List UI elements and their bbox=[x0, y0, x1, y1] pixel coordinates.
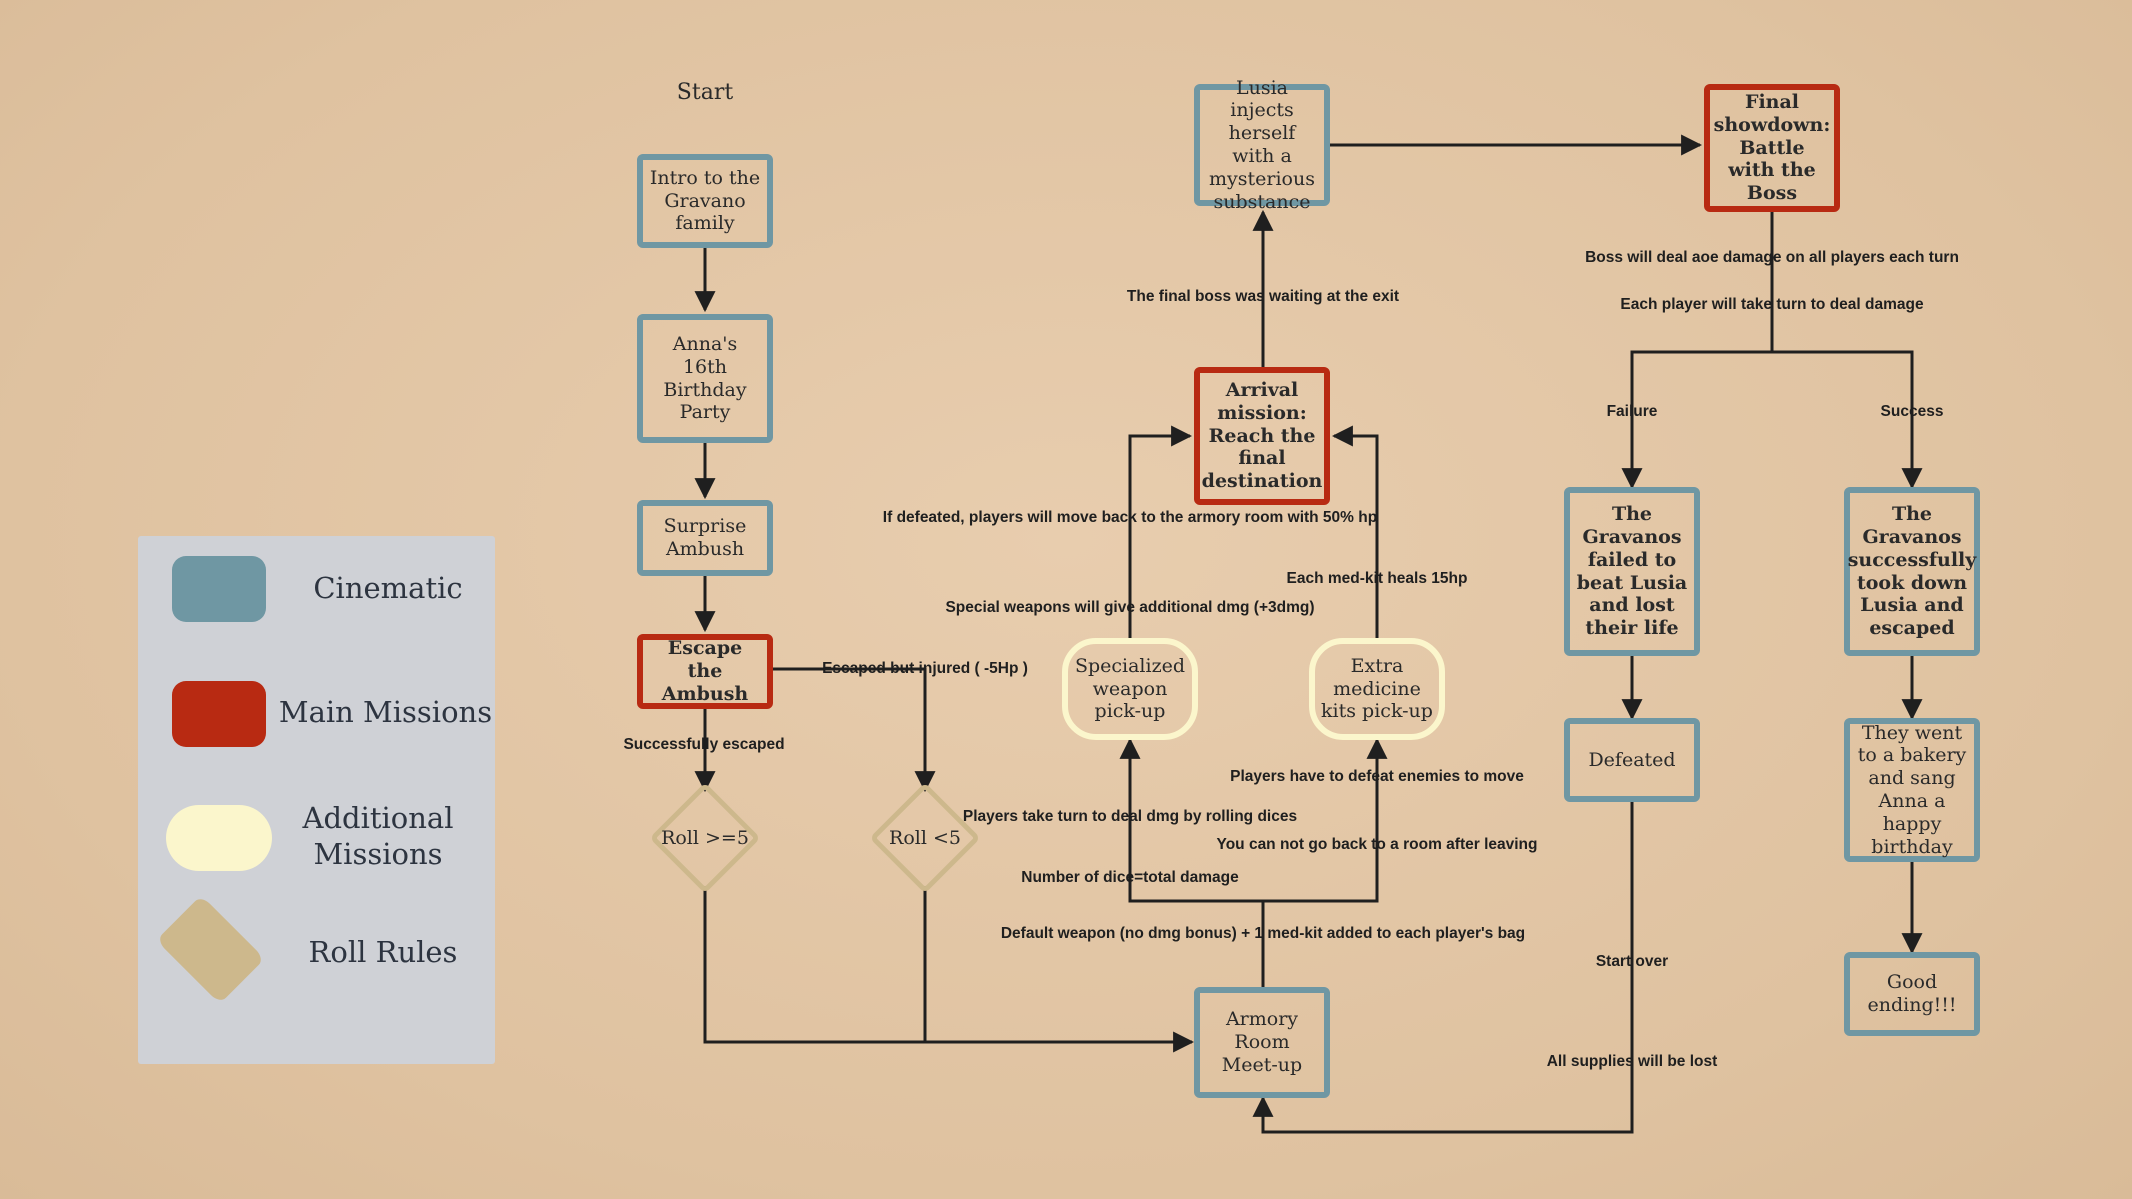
label-take-turn-dice: Players take turn to deal dmg by rolling… bbox=[962, 808, 1298, 825]
edge-rollhigh-armory bbox=[703, 886, 1195, 1053]
edge-medkit-arrival bbox=[1331, 425, 1379, 638]
node-arrival[interactable]: Arrival mission: Reach the final destina… bbox=[1194, 367, 1330, 505]
label-defeat-enemies: Players have to defeat enemies to move bbox=[1230, 768, 1524, 785]
label-successfully-escaped: Successfully escaped bbox=[623, 736, 785, 753]
legend-label-additional: Additional Missions bbox=[302, 801, 454, 872]
node-bakery[interactable]: They went to a bakery and sang Anna a ha… bbox=[1844, 718, 1980, 862]
legend-swatch-cinematic bbox=[172, 556, 266, 622]
legend-label-main-missions: Main Missions bbox=[278, 695, 493, 729]
edge-armory-weapon bbox=[1119, 737, 1263, 903]
label-cannot-go-back: You can not go back to a room after leav… bbox=[1216, 836, 1538, 853]
node-ambush[interactable]: Surprise Ambush bbox=[637, 500, 773, 576]
node-lusia[interactable]: Lusia injects herself with a mysterious … bbox=[1194, 77, 1330, 213]
label-if-defeated: If defeated, players will move back to t… bbox=[882, 509, 1378, 526]
label-medkit-heals: Each med-kit heals 15hp bbox=[1286, 570, 1468, 587]
start-label: Start bbox=[676, 80, 734, 105]
node-good-ending[interactable]: Good ending!!! bbox=[1844, 952, 1980, 1036]
node-escape[interactable]: Escape the Ambush bbox=[637, 634, 773, 709]
edge-defeated-armory bbox=[1252, 802, 1634, 1134]
label-boss-waiting: The final boss was waiting at the exit bbox=[1126, 288, 1400, 305]
label-boss-aoe: Boss will deal aoe damage on all players… bbox=[1585, 249, 1959, 266]
node-success[interactable]: The Gravanos successfully took down Lusi… bbox=[1844, 487, 1980, 656]
node-failed[interactable]: The Gravanos failed to beat Lusia and lo… bbox=[1564, 487, 1700, 656]
legend-swatch-main-missions bbox=[172, 681, 266, 747]
node-roll-high: Roll >=5 bbox=[661, 827, 749, 849]
edge-armory-medkit bbox=[1263, 737, 1388, 903]
label-failure: Failure bbox=[1606, 403, 1658, 420]
legend-panel: Cinematic Main Missions Additional Missi… bbox=[138, 536, 495, 1064]
legend-swatch-roll bbox=[156, 895, 265, 1004]
edge-escape-rolllow bbox=[772, 667, 936, 793]
node-birthday[interactable]: Anna's 16th Birthday Party bbox=[637, 314, 773, 443]
node-weapon[interactable]: Specialized weapon pick-up bbox=[1062, 638, 1198, 740]
legend-label-cinematic: Cinematic bbox=[313, 571, 463, 605]
label-special-weapons: Special weapons will give additional dmg… bbox=[945, 599, 1315, 616]
node-armory[interactable]: Armory Room Meet-up bbox=[1194, 987, 1330, 1098]
label-default-weapon: Default weapon (no dmg bonus) + 1 med-ki… bbox=[1000, 925, 1526, 942]
legend-swatch-additional bbox=[166, 805, 272, 871]
label-start-over: Start over bbox=[1595, 953, 1669, 970]
node-intro[interactable]: Intro to the Gravano family bbox=[637, 154, 773, 248]
label-success: Success bbox=[1880, 403, 1944, 420]
edge-weapon-arrival bbox=[1128, 425, 1193, 638]
edge-branch-success bbox=[1772, 350, 1923, 490]
label-supplies-lost: All supplies will be lost bbox=[1546, 1053, 1718, 1070]
edge-branch-failed bbox=[1621, 350, 1772, 490]
node-medkit[interactable]: Extra medicine kits pick-up bbox=[1309, 638, 1445, 740]
node-roll-low: Roll <5 bbox=[889, 827, 961, 849]
label-each-player: Each player will take turn to deal damag… bbox=[1620, 296, 1924, 313]
label-escaped-injured: Escaped but injured ( -5Hp ) bbox=[822, 660, 1028, 677]
legend-label-roll-rules: Roll Rules bbox=[308, 935, 458, 969]
node-defeated[interactable]: Defeated bbox=[1564, 718, 1700, 802]
label-number-of-dice: Number of dice=total damage bbox=[1021, 869, 1239, 886]
node-final[interactable]: Final showdown: Battle with the Boss bbox=[1704, 84, 1840, 212]
